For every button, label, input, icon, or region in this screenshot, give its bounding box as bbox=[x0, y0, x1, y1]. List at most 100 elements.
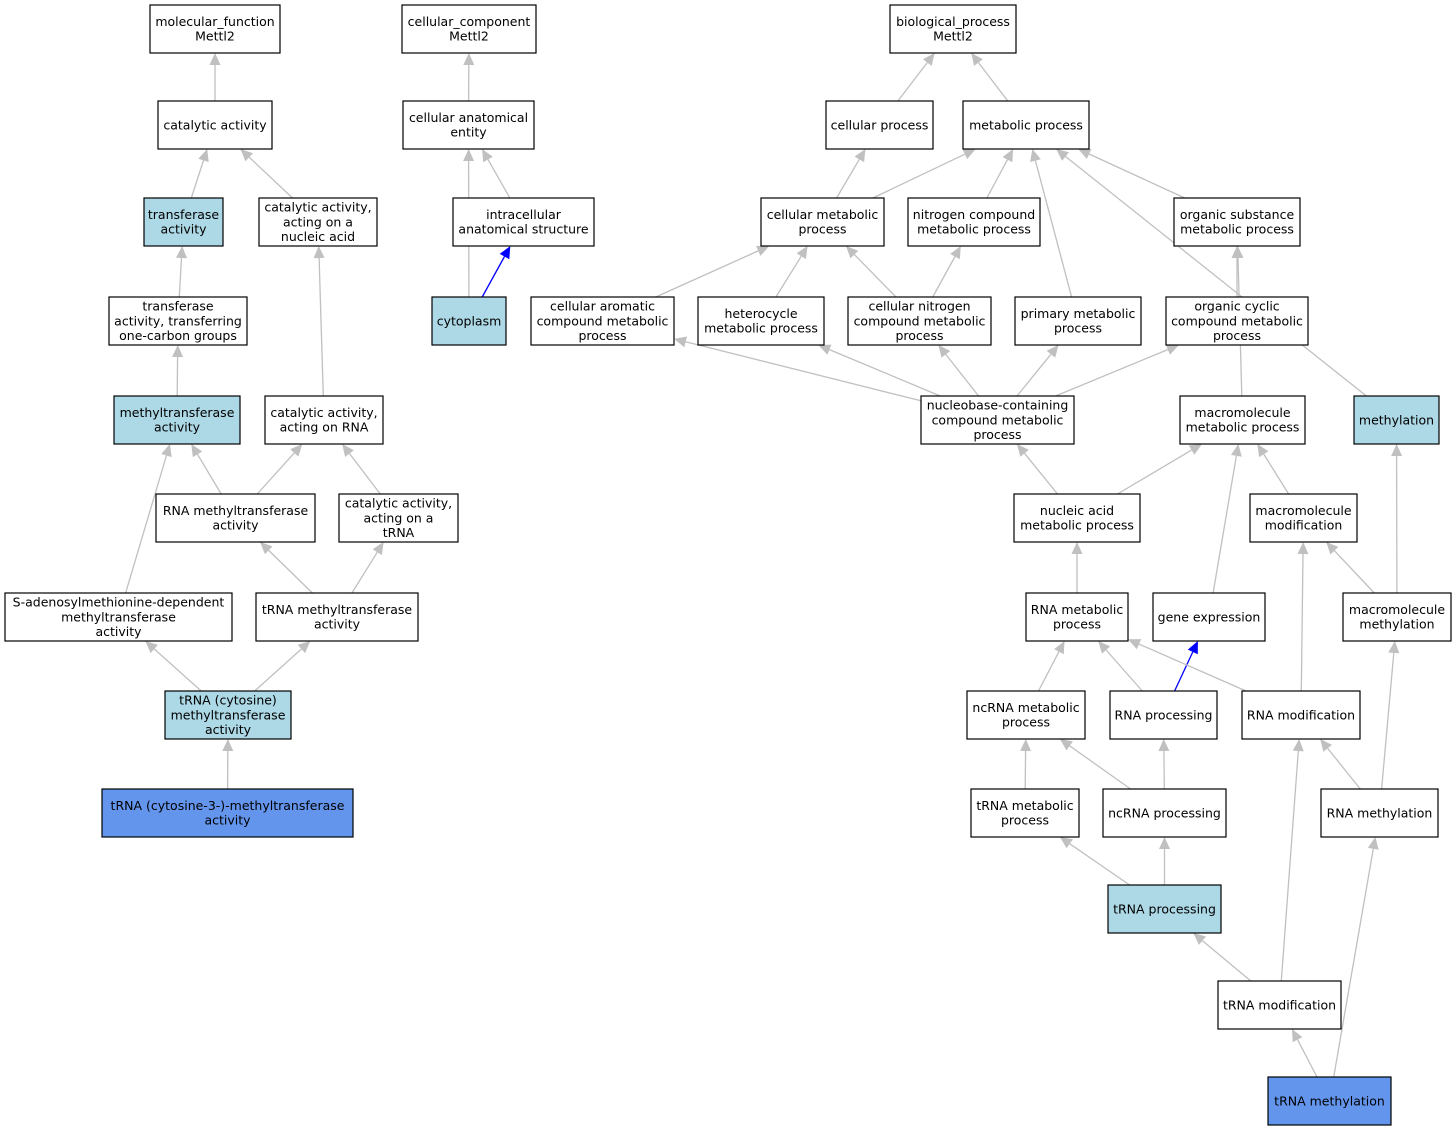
node-box[interactable] bbox=[889, 4, 1017, 54]
node-trna_cyt3_mtase[interactable]: tRNA (cytosine-3-)-methyltransferaseacti… bbox=[101, 788, 354, 838]
node-rna_mod[interactable]: RNA modification bbox=[1241, 690, 1361, 740]
arrowhead-icon bbox=[1098, 641, 1111, 654]
node-box[interactable] bbox=[1173, 197, 1301, 247]
node-box[interactable] bbox=[431, 296, 507, 346]
node-box[interactable] bbox=[1165, 296, 1309, 346]
node-box[interactable] bbox=[101, 788, 354, 838]
node-box[interactable] bbox=[1102, 788, 1227, 838]
node-cellular_process[interactable]: cellular process bbox=[825, 100, 934, 150]
node-cytoplasm[interactable]: cytoplasm bbox=[431, 296, 507, 346]
node-label: RNA modification bbox=[1247, 707, 1355, 722]
node-box[interactable] bbox=[1353, 395, 1440, 445]
node-trna_methylation[interactable]: tRNA methylation bbox=[1267, 1076, 1392, 1126]
node-ncrna_proc[interactable]: ncRNA processing bbox=[1102, 788, 1227, 838]
node-box[interactable] bbox=[1217, 980, 1342, 1030]
node-rna_processing[interactable]: RNA processing bbox=[1109, 690, 1218, 740]
node-cat_rna[interactable]: catalytic activity,acting on RNA bbox=[264, 395, 384, 445]
node-box[interactable] bbox=[530, 296, 675, 346]
arrowhead-icon bbox=[1367, 837, 1379, 850]
node-box[interactable] bbox=[966, 690, 1086, 740]
node-box[interactable] bbox=[962, 100, 1090, 150]
node-box[interactable] bbox=[1342, 592, 1452, 642]
node-rna_methylation[interactable]: RNA methylation bbox=[1320, 788, 1439, 838]
node-box[interactable] bbox=[402, 100, 535, 150]
node-box[interactable] bbox=[760, 197, 885, 247]
edge-methyltransferase-to-transf_onecarbon bbox=[172, 345, 184, 397]
node-box[interactable] bbox=[258, 197, 378, 247]
node-box[interactable] bbox=[1014, 296, 1142, 346]
node-box[interactable] bbox=[401, 4, 537, 54]
node-box[interactable] bbox=[149, 4, 281, 54]
node-box[interactable] bbox=[1013, 493, 1141, 543]
node-box[interactable] bbox=[970, 788, 1080, 838]
node-box[interactable] bbox=[255, 592, 419, 642]
node-box[interactable] bbox=[1249, 493, 1358, 543]
node-box[interactable] bbox=[155, 493, 316, 543]
node-sam_mtase[interactable]: S-adenosylmethionine-dependentmethyltran… bbox=[4, 592, 233, 642]
node-box[interactable] bbox=[1179, 395, 1306, 445]
node-box[interactable] bbox=[825, 100, 934, 150]
node-box[interactable] bbox=[1267, 1076, 1392, 1126]
node-box[interactable] bbox=[1152, 592, 1266, 642]
node-metabolic_process[interactable]: metabolic process bbox=[962, 100, 1090, 150]
node-trna_proc[interactable]: tRNA processing bbox=[1107, 884, 1222, 934]
node-box[interactable] bbox=[1025, 592, 1129, 642]
edge-cat_trna-to-cat_rna bbox=[342, 444, 381, 495]
edge-line bbox=[481, 256, 506, 298]
node-label: catalytic activity, bbox=[270, 405, 377, 420]
edge-heterocycle-to-cell_metabolic bbox=[775, 246, 808, 298]
node-box[interactable] bbox=[164, 690, 292, 740]
node-box[interactable] bbox=[157, 100, 273, 150]
node-box[interactable] bbox=[920, 395, 1075, 445]
node-box[interactable] bbox=[697, 296, 825, 346]
node-box[interactable] bbox=[1107, 884, 1222, 934]
node-label: process bbox=[1001, 813, 1049, 828]
edge-cell_nitrogen-to-cell_metabolic bbox=[846, 246, 897, 298]
node-box[interactable] bbox=[452, 197, 595, 247]
node-box[interactable] bbox=[143, 197, 224, 247]
node-gene_expr[interactable]: gene expression bbox=[1152, 592, 1266, 642]
node-box[interactable] bbox=[1109, 690, 1218, 740]
node-methylation[interactable]: methylation bbox=[1353, 395, 1440, 445]
node-catalytic[interactable]: catalytic activity bbox=[157, 100, 273, 150]
node-box[interactable] bbox=[264, 395, 384, 445]
node-box[interactable] bbox=[1241, 690, 1361, 740]
node-box[interactable] bbox=[108, 296, 248, 346]
node-trna_mod[interactable]: tRNA modification bbox=[1217, 980, 1342, 1030]
node-box[interactable] bbox=[113, 395, 241, 445]
node-box[interactable] bbox=[338, 493, 459, 543]
node-box[interactable] bbox=[907, 197, 1041, 247]
node-box[interactable] bbox=[4, 592, 233, 642]
node-box[interactable] bbox=[847, 296, 992, 346]
node-box[interactable] bbox=[1320, 788, 1439, 838]
